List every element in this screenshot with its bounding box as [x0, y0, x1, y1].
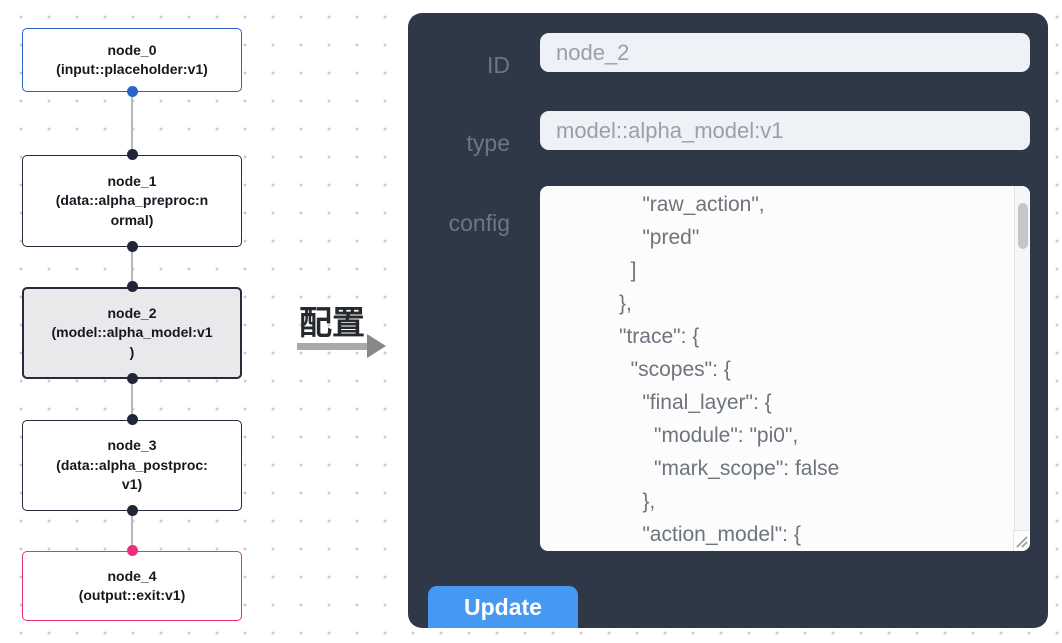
type-label: type — [466, 130, 510, 156]
node-subtitle: (model::alpha_model:v1 ) — [51, 324, 213, 360]
configure-label: 配置 — [299, 304, 365, 341]
node-data-postproc[interactable]: node_3 (data::alpha_postproc: v1) — [22, 420, 242, 511]
node-title: node_2 — [107, 304, 157, 321]
id-label: ID — [487, 52, 510, 78]
config-scrollbar-thumb[interactable] — [1018, 203, 1028, 249]
config-panel: ID type config "raw_action", "pred" ] },… — [408, 13, 1048, 628]
port-node0-out[interactable] — [127, 86, 138, 97]
resize-handle-icon[interactable] — [1014, 534, 1028, 548]
config-scrollbar[interactable] — [1014, 186, 1030, 530]
node-title: node_3 — [107, 437, 157, 454]
port-node2-out[interactable] — [127, 373, 138, 384]
node-input-placeholder[interactable]: node_0 (input::placeholder:v1) — [22, 28, 242, 92]
config-json-text[interactable]: "raw_action", "pred" ] }, "trace": { "sc… — [619, 193, 840, 546]
node-title: node_0 — [107, 41, 157, 58]
right-arrow-icon — [297, 343, 367, 350]
port-node4-in[interactable] — [127, 545, 138, 556]
edge-node2-node3 — [131, 379, 133, 420]
node-data-preproc[interactable]: node_1 (data::alpha_preproc:n ormal) — [22, 155, 242, 247]
node-title: node_4 — [107, 567, 157, 584]
config-label: config — [448, 210, 510, 236]
type-input[interactable] — [540, 111, 1030, 150]
node-model-selected[interactable]: node_2 (model::alpha_model:v1 ) — [22, 287, 242, 379]
edge-node3-node4 — [131, 511, 133, 551]
update-button[interactable]: Update — [428, 586, 578, 628]
port-node3-in[interactable] — [127, 414, 138, 425]
node-subtitle: (output::exit:v1) — [78, 587, 186, 603]
node-subtitle: (input::placeholder:v1) — [56, 61, 208, 77]
edge-node0-node1 — [131, 92, 133, 155]
node-subtitle: (data::alpha_postproc: v1) — [56, 456, 208, 493]
edge-node1-node2 — [131, 247, 133, 287]
id-input[interactable] — [540, 33, 1030, 72]
port-node3-out[interactable] — [127, 505, 138, 516]
port-node2-in[interactable] — [127, 281, 138, 292]
port-node1-out[interactable] — [127, 241, 138, 252]
port-node1-in[interactable] — [127, 149, 138, 160]
node-title: node_1 — [107, 172, 157, 189]
node-output-exit[interactable]: node_4 (output::exit:v1) — [22, 551, 242, 621]
right-arrow-head-icon — [367, 334, 386, 358]
config-editor[interactable]: "raw_action", "pred" ] }, "trace": { "sc… — [540, 186, 1030, 551]
node-subtitle: (data::alpha_preproc:n ormal) — [55, 192, 209, 228]
